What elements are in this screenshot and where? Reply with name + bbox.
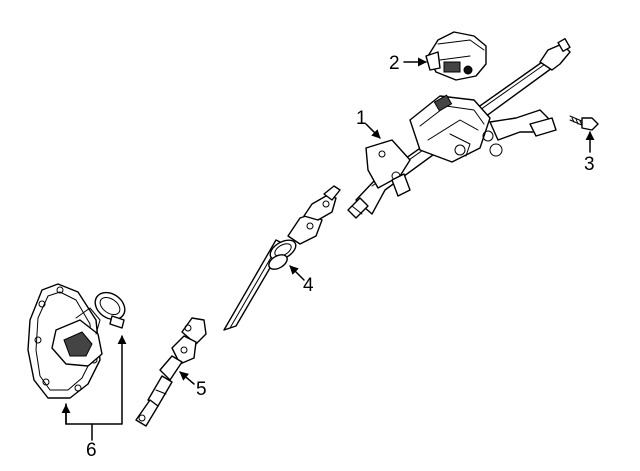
callout-2: 2 bbox=[389, 53, 400, 74]
callout-4: 4 bbox=[303, 275, 314, 296]
callout-3: 3 bbox=[584, 154, 595, 175]
bolt-component bbox=[569, 115, 599, 131]
callout-5: 5 bbox=[196, 379, 207, 400]
lock-housing-component bbox=[425, 31, 487, 81]
steering-column-assembly bbox=[347, 37, 571, 219]
callout-1: 1 bbox=[356, 108, 367, 129]
dash-seal-assembly bbox=[27, 283, 126, 399]
callout-6: 6 bbox=[86, 440, 97, 461]
lower-shaft-joint bbox=[135, 317, 207, 427]
leader-lines bbox=[61, 57, 595, 441]
intermediate-shaft bbox=[223, 185, 341, 331]
